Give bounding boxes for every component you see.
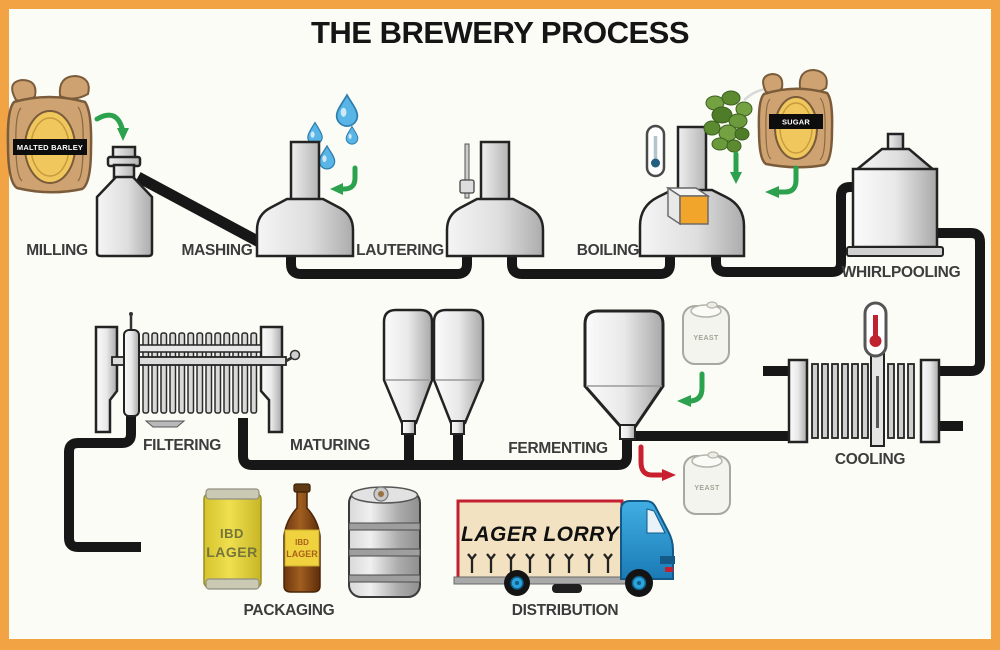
hops-icon (703, 87, 775, 153)
cooling-heat-exchanger (787, 353, 941, 447)
flow-arrow-barley-to-mill (94, 112, 129, 141)
yeast-in-label: YEAST (693, 335, 719, 342)
boiling-vessel (638, 125, 746, 258)
stage-label-milling: MILLING (26, 242, 88, 259)
flow-arrow-water-to-mashing (330, 165, 358, 195)
truck-straps (467, 553, 613, 573)
yeast-tub-in: YEAST (682, 301, 730, 365)
stage-label-mashing: MASHING (181, 242, 252, 259)
lautering-vessel (445, 140, 545, 258)
sugar-sack: SUGAR (757, 68, 834, 169)
can-label-line2: LAGER (206, 544, 258, 560)
stage-label-fermenting: FERMENTING (508, 440, 608, 457)
stage-label-maturing: MATURING (290, 437, 370, 454)
stage-label-boiling: BOILING (577, 242, 640, 259)
stage-label-packaging: PACKAGING (244, 602, 335, 619)
pipe-filter-outlet (64, 412, 141, 552)
fermenting-tank (583, 309, 665, 440)
page-title: THE BREWERY PROCESS (311, 15, 689, 50)
pipe-fermenting-to-filter (238, 418, 632, 470)
stage-label-distribution: DISTRIBUTION (512, 602, 619, 619)
flow-arrow-fermenting-to-yeast (638, 444, 676, 481)
malted-barley-sack: MALTED BARLEY (6, 74, 93, 194)
thermometer-icon-boiling (645, 124, 666, 178)
can-label-line1: IBD (220, 526, 244, 541)
yeast-tub-out: YEAST (683, 451, 731, 515)
stage-label-whirlpooling: WHIRLPOOLING (842, 264, 961, 281)
stage-label-filtering: FILTERING (143, 437, 221, 454)
bottle-label-line2: LAGER (286, 549, 318, 559)
pipe-whirlpool-to-cooling (930, 228, 985, 376)
stage-labels: MILLING MASHING LAUTERING BOILING WHIRLP… (26, 242, 961, 619)
pipe-lautering-to-boiling (507, 248, 675, 279)
pipe-network (64, 172, 985, 552)
pipe-mashing-to-lautering (286, 248, 472, 279)
flow-arrow-hops-to-boiling (730, 151, 742, 184)
sugar-label: SUGAR (782, 118, 810, 127)
bottle-label-line1: IBD (295, 538, 309, 547)
milling-machine (95, 145, 154, 258)
sugar-cube-icon (665, 186, 711, 226)
pipe-boiling-to-whirlpool (711, 182, 862, 277)
delivery-truck: LAGER LORRY (453, 499, 675, 597)
whirlpool-tank (846, 132, 944, 257)
yeast-out-label: YEAST (694, 485, 720, 492)
stage-label-lautering: LAUTERING (356, 242, 444, 259)
beer-bottle: IBD LAGER (283, 483, 321, 593)
maturing-tanks (382, 308, 485, 435)
beer-keg (348, 486, 421, 598)
truck-wheels (504, 569, 653, 597)
flow-arrow-sugar-to-boiling (765, 165, 799, 198)
truck-banner: LAGER LORRY (461, 523, 620, 546)
filter-press (94, 312, 301, 434)
stage-label-cooling: COOLING (835, 451, 905, 468)
flow-arrow-yeast-to-fermenting (677, 371, 705, 407)
beer-can: IBD LAGER (203, 488, 262, 590)
malted-barley-label: MALTED BARLEY (17, 143, 83, 152)
pipe-mill-to-mashing (135, 172, 264, 248)
thermometer-icon-cooling (863, 301, 888, 358)
mashing-vessel (255, 140, 355, 258)
